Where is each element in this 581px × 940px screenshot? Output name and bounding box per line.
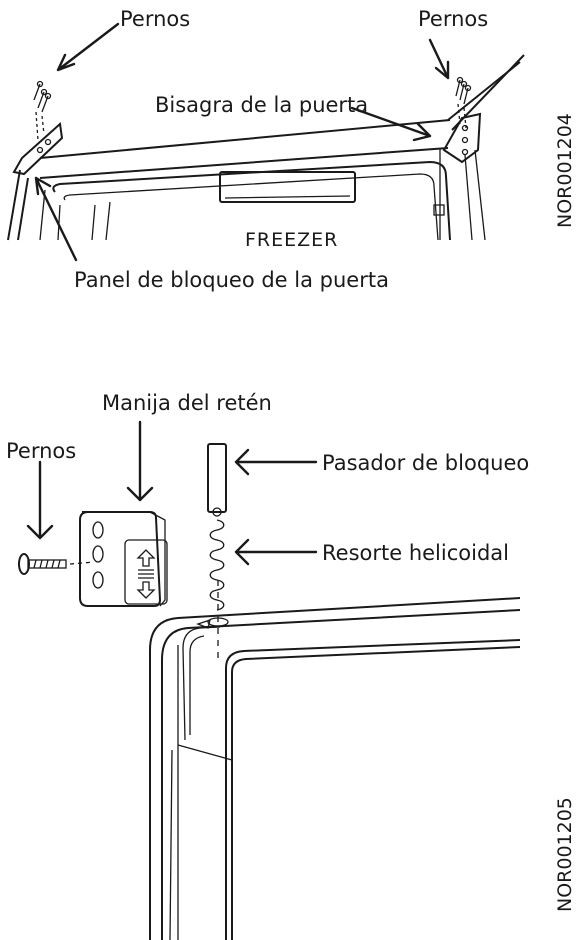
bolt-icon: [18, 553, 95, 575]
arrow-manija: [126, 420, 154, 502]
top-figure-freezer-lid: FREEZER: [7, 54, 525, 251]
arrow-resorte: [234, 538, 318, 566]
latch-handle-icon: [79, 511, 168, 607]
locking-pin-icon: [207, 443, 227, 517]
label-pernos-bottom: Pernos: [6, 439, 76, 463]
arrow-pasador: [234, 448, 318, 476]
label-panel-bloqueo: Panel de bloqueo de la puerta: [74, 268, 389, 292]
label-pernos-right: Pernos: [418, 7, 488, 31]
arrow-pernos-right: [428, 38, 450, 80]
label-resorte: Resorte helicoidal: [322, 541, 509, 565]
right-bolts-icon: [455, 76, 472, 129]
arrow-panel-bloqueo: [34, 176, 78, 262]
arrow-pernos-left: [56, 22, 120, 72]
label-manija: Manija del retén: [102, 391, 272, 415]
left-bolts-icon: [33, 80, 52, 141]
figure-code-bottom: NOR001205: [554, 797, 576, 912]
label-bisagra: Bisagra de la puerta: [155, 93, 368, 117]
arrow-bisagra: [350, 106, 432, 142]
coil-spring-icon: [209, 519, 225, 611]
freezer-badge: FREEZER: [245, 229, 338, 251]
arrow-pernos-bottom: [26, 460, 54, 540]
label-pasador: Pasador de bloqueo: [322, 451, 529, 475]
label-pernos-left: Pernos: [120, 7, 190, 31]
door-hinge-icon: [442, 112, 482, 164]
figure-code-top: NOR001204: [554, 113, 576, 228]
bottom-figure-lid-corner: [149, 580, 521, 940]
